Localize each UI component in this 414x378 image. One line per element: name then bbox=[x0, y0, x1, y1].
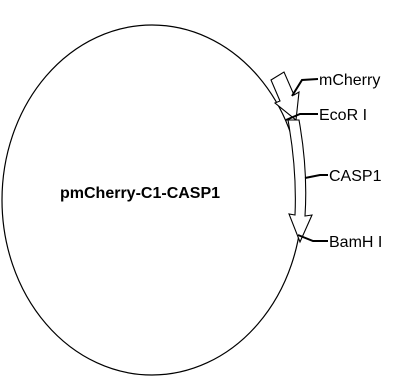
bamhi-leader-line bbox=[297, 234, 328, 242]
plasmid-name-label: pmCherry-C1-CASP1 bbox=[60, 185, 220, 202]
mcherry-leader-line bbox=[291, 78, 319, 97]
bamhi-label: BamH I bbox=[329, 234, 382, 251]
casp1-insert-arrow bbox=[287, 119, 313, 244]
ecori-label: EcoR I bbox=[319, 107, 367, 124]
ecori-leader-line bbox=[285, 113, 318, 121]
casp1-label: CASP1 bbox=[329, 168, 382, 185]
mcherry-insert-arrow bbox=[270, 71, 300, 122]
casp1-leader-line bbox=[304, 174, 328, 179]
mcherry-label: mCherry bbox=[319, 72, 380, 89]
